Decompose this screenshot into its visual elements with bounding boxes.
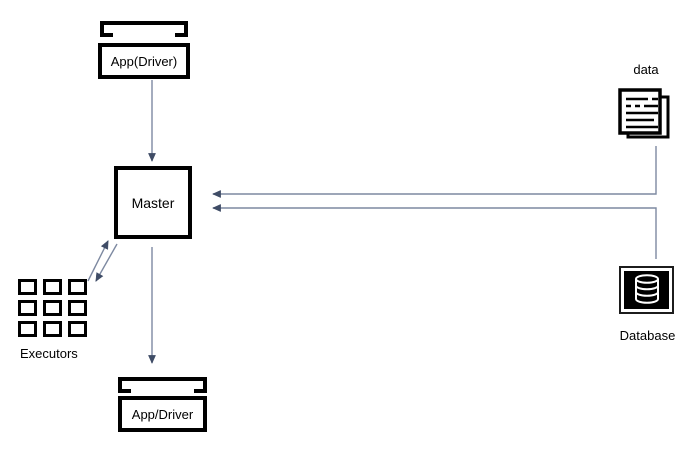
node-app-driver-bottom: App/Driver (118, 396, 207, 432)
node-master: Master (114, 166, 192, 239)
edge-executors-to-master (87, 240, 109, 282)
database-cylinder-icon (634, 274, 659, 304)
executor-cell (68, 279, 87, 295)
database-icon-inner (624, 271, 669, 309)
data-label: data (633, 62, 659, 77)
node-app-driver-top: App(Driver) (98, 43, 190, 79)
app-driver-top-label: App(Driver) (110, 53, 178, 69)
master-label: Master (131, 194, 175, 211)
edge-data-to-master (211, 146, 657, 198)
document-icon (618, 88, 670, 139)
executor-cell (43, 300, 62, 316)
app-driver-top-stack-bar (100, 21, 188, 37)
executor-cell (18, 279, 37, 295)
app-driver-bottom-stack-bar (118, 377, 207, 393)
executor-cell (68, 321, 87, 337)
executor-cell (43, 279, 62, 295)
edge-database-to-master (211, 204, 657, 259)
executor-cell (18, 300, 37, 316)
app-driver-bottom-label: App/Driver (131, 406, 194, 422)
executors-label: Executors (20, 346, 78, 361)
executor-cell (68, 300, 87, 316)
executor-cell (18, 321, 37, 337)
database-label: Database (619, 328, 676, 343)
edge-master-to-executors (95, 243, 118, 282)
executors-grid-icon (18, 279, 87, 337)
executor-cell (43, 321, 62, 337)
database-icon (619, 266, 674, 314)
